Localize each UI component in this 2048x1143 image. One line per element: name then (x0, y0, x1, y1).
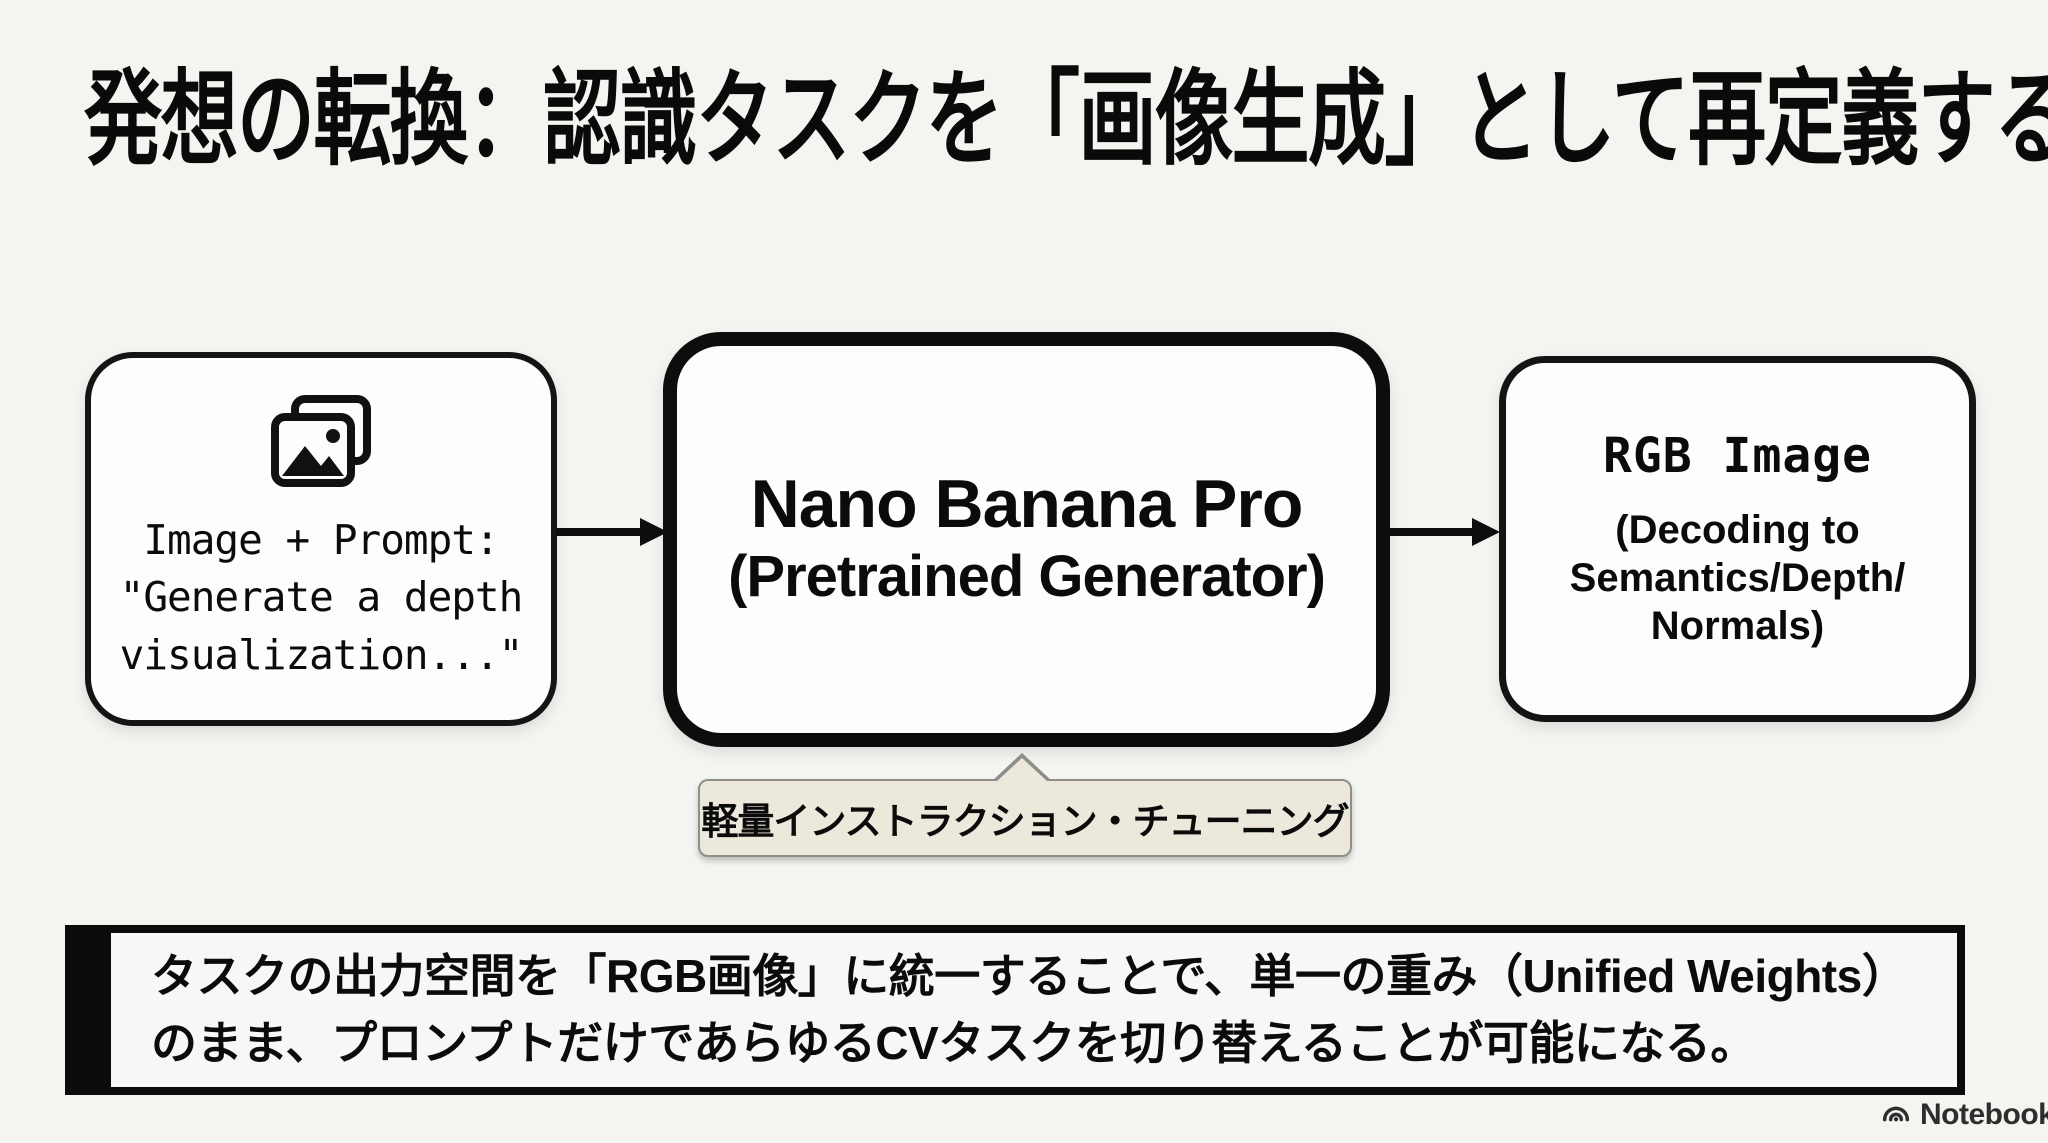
arrow-right-icon (556, 518, 668, 546)
arrow-shaft (1388, 528, 1480, 536)
output-box-title: RGB Image (1602, 428, 1873, 484)
input-box-label: Image + Prompt: "Generate a depth visual… (119, 515, 524, 679)
key-insight-note: タスクの出力空間を「RGB画像」に統一することで、単一の重み（Unified W… (65, 925, 1965, 1095)
model-box-subtitle: (Pretrained Generator) (728, 544, 1326, 610)
notebooklm-label: NotebookLM (1920, 1098, 2048, 1131)
arrow-head (1472, 518, 1500, 546)
notebooklm-brand: NotebookLM (1880, 1098, 2048, 1132)
notebooklm-logo-icon (1880, 1099, 1912, 1131)
tuning-callout-label: 軽量インストラクション・チューニング (701, 801, 1349, 842)
tuning-callout: 軽量インストラクション・チューニング (698, 753, 1352, 857)
input-box: Image + Prompt: "Generate a depth visual… (85, 352, 557, 726)
images-icon (265, 394, 377, 492)
page-title: 発想の転換：認識タスクを「画像生成」として再定義する (84, 62, 2048, 178)
arrow-right-icon (1388, 518, 1500, 546)
output-box: RGB Image (Decoding to Semantics/Depth/ … (1499, 356, 1976, 722)
arrow-shaft (556, 528, 648, 536)
output-box-subtitle: (Decoding to Semantics/Depth/ Normals) (1569, 508, 1906, 648)
model-box-title: Nano Banana Pro (750, 466, 1304, 543)
key-insight-text: タスクの出力空間を「RGB画像」に統一することで、単一の重み（Unified W… (151, 950, 1908, 1069)
model-box: Nano Banana Pro (Pretrained Generator) (663, 332, 1390, 747)
